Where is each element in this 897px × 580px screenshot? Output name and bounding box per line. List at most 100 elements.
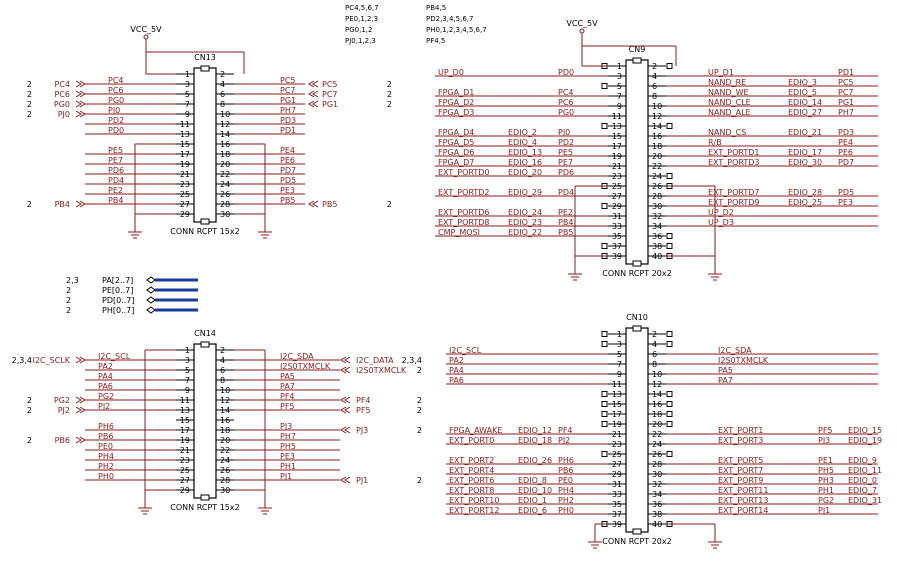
pin-number: 20 (652, 152, 662, 161)
port-label-left: PH4 (558, 486, 574, 495)
pin-number: 27 (180, 476, 190, 485)
port-arrow-left-a2 (79, 200, 86, 208)
port-label-right: PD7 (838, 158, 854, 167)
pin-number: 14 (220, 406, 230, 415)
pin-number: 34 (652, 490, 662, 499)
no-connect-marker (666, 421, 673, 427)
pin-number: 6 (220, 90, 225, 99)
header-note-left: PC4,5,6,7 (345, 4, 379, 12)
connector-body (193, 67, 217, 223)
offpage-port-left: PC4 (55, 80, 71, 89)
signal-label-right: EXT_PORT11 (718, 486, 768, 495)
offpage-page-ref: 2 (27, 80, 32, 89)
signal-label-right: R/B (708, 138, 722, 147)
signal-label-right: EXT_PORTD7 (708, 188, 760, 197)
edio-label-right: EDIO_27 (788, 108, 822, 117)
port-arrow-right-a1 (308, 100, 315, 108)
port-arrow-right-a2 (344, 366, 351, 374)
port-arrow-left-a2 (79, 80, 86, 88)
pin-number: 15 (180, 140, 190, 149)
pin-number: 11 (612, 112, 622, 121)
connector-key-top (632, 325, 642, 332)
signal-label-right: PA7 (718, 376, 733, 385)
pin-number: 27 (612, 192, 622, 201)
pin-number: 12 (220, 120, 230, 129)
port-label-left: PD0 (558, 68, 574, 77)
no-connect-marker (601, 341, 608, 347)
pin-number: 3 (617, 72, 622, 81)
signal-label-left: CMP_MOSI (438, 228, 480, 237)
signal-label-left: FPGA_D6 (438, 148, 474, 157)
pin-number: 25 (612, 450, 622, 459)
offpage-page-ref: 2 (27, 406, 32, 415)
vcc-label: VCC_5V (566, 19, 598, 28)
pin-number: 15 (180, 416, 190, 425)
edio-label-right: EDIO_17 (788, 148, 822, 157)
port-arrow-right-a2 (344, 406, 351, 414)
pin-number: 19 (612, 152, 622, 161)
port-arrow-right-a1 (308, 90, 315, 98)
signal-label-left: PB6 (98, 432, 113, 441)
port-label-right: PC7 (838, 88, 854, 97)
offpage-page-ref: 2 (27, 100, 32, 109)
edio-label-left: EDIO_4 (508, 138, 537, 147)
signal-label-right: PE6 (280, 156, 295, 165)
pin-number: 2 (652, 62, 657, 71)
pin-number: 21 (180, 446, 190, 455)
pin-number: 5 (185, 90, 190, 99)
pin-number: 30 (652, 202, 662, 211)
signal-label-right: EXT_PORTD1 (708, 148, 760, 157)
port-arrow-left-a1 (75, 110, 82, 118)
pin-number: 22 (652, 430, 662, 439)
signal-label-left: PB4 (108, 196, 123, 205)
pin-number: 9 (185, 110, 190, 119)
signal-label-right: PE4 (280, 146, 295, 155)
port-arrow-right-a1 (340, 366, 347, 374)
port-arrow-left-a1 (75, 356, 82, 364)
port-label-left: PF4 (558, 426, 573, 435)
port-arrow-left-a1 (75, 200, 82, 208)
pin-number: 12 (652, 112, 662, 121)
pin-number: 25 (180, 466, 190, 475)
signal-label-right: PH7 (280, 106, 296, 115)
pin-number: 10 (652, 370, 662, 379)
pin-number: 28 (652, 460, 662, 469)
pin-number: 25 (180, 190, 190, 199)
edio-label-right: EDIO_30 (788, 158, 822, 167)
pin-number: 21 (180, 170, 190, 179)
port-arrow-right-a2 (344, 396, 351, 404)
port-label-right: PD5 (838, 188, 854, 197)
no-connect-marker (666, 123, 673, 129)
port-arrow-left-a2 (79, 100, 86, 108)
no-connect-marker (666, 451, 673, 457)
signal-label-left: PC4 (108, 76, 124, 85)
signal-label-right: PC5 (280, 76, 296, 85)
edio-label-left: EDIO_18 (518, 436, 552, 445)
no-connect-marker (666, 173, 673, 179)
signal-label-right: EXT_PORT14 (718, 506, 768, 515)
no-connect-marker (601, 411, 608, 417)
pin-number: 17 (180, 426, 190, 435)
port-label-left: PE0 (558, 476, 573, 485)
pin-number: 33 (612, 222, 622, 231)
port-arrow-left-a1 (75, 396, 82, 404)
signal-label-left: UP_D0 (438, 68, 464, 77)
pin-number: 9 (617, 370, 622, 379)
pin-number: 38 (652, 242, 662, 251)
no-connect-marker (601, 331, 608, 337)
port-arrow-right-a2 (312, 100, 319, 108)
signal-label-right: UP_D2 (708, 208, 734, 217)
signal-label-right: PD5 (280, 176, 296, 185)
pin-number: 25 (612, 182, 622, 191)
connector-key-top (200, 65, 210, 72)
no-connect-marker (666, 401, 673, 407)
signal-label-right: PA7 (280, 382, 295, 391)
signal-label-right: PD3 (280, 116, 296, 125)
offpage-page-ref: 2 (387, 100, 392, 109)
pin-number: 29 (180, 486, 190, 495)
signal-label-right: I2C_SDA (280, 352, 314, 361)
pin-number: 8 (652, 360, 657, 369)
signal-label-right: PG1 (280, 96, 296, 105)
signal-label-left: PH6 (98, 422, 114, 431)
pin-number: 1 (185, 70, 190, 79)
